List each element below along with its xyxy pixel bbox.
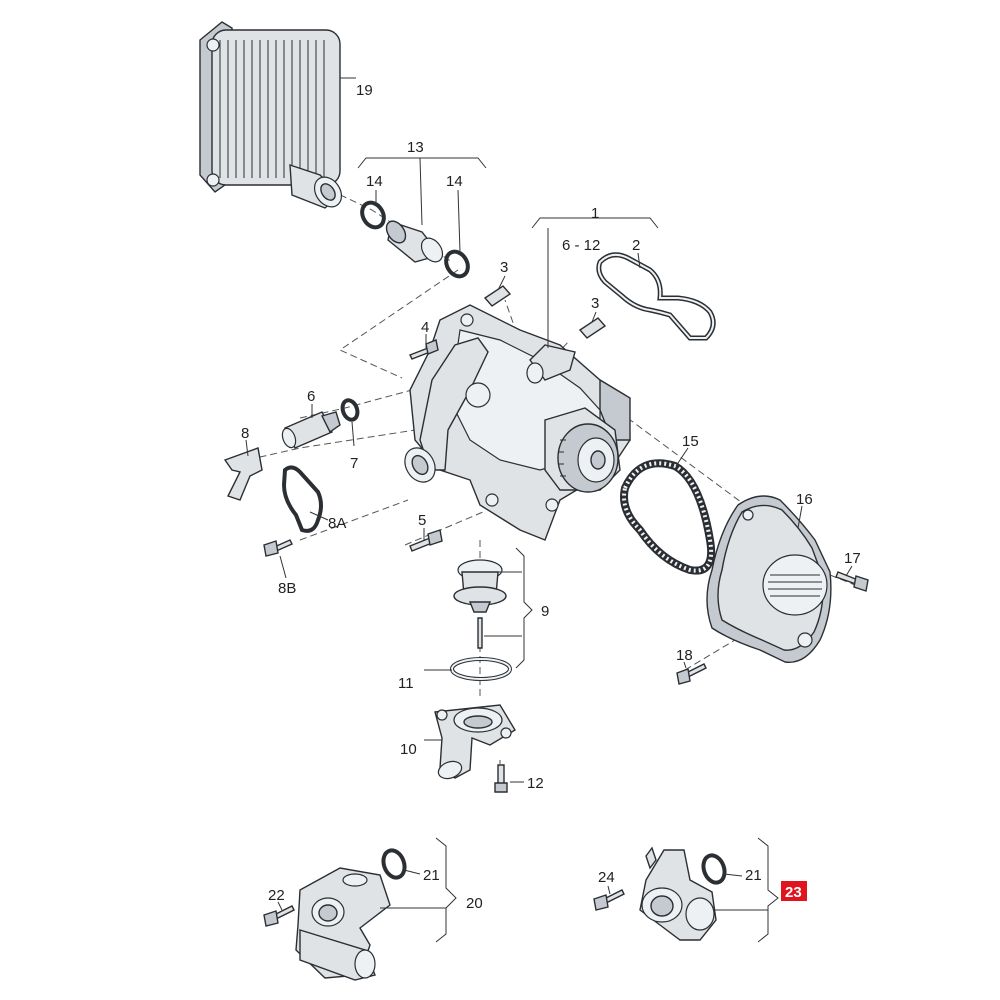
connection-flange-23 xyxy=(639,846,717,941)
callout-22: 22 xyxy=(268,887,285,904)
callout-3-right: 3 xyxy=(591,295,599,312)
callout-8: 8 xyxy=(241,425,249,442)
callout-19: 19 xyxy=(356,82,373,99)
callout-21-left: 21 xyxy=(423,867,440,884)
callout-4: 4 xyxy=(421,319,429,336)
callout-8b: 8B xyxy=(278,580,296,597)
belt-cover xyxy=(706,495,832,664)
dowel-pin-upper xyxy=(483,285,512,307)
sensor-seal-ring xyxy=(340,398,360,422)
callout-16: 16 xyxy=(796,491,813,508)
seal-ring-14-left xyxy=(360,200,386,230)
connection-flange-10 xyxy=(434,704,516,780)
callout-6: 6 xyxy=(307,388,315,405)
connector-pipe xyxy=(385,220,444,263)
callout-13: 13 xyxy=(407,139,424,156)
o-ring-11 xyxy=(450,657,512,681)
callout-14-right: 14 xyxy=(446,173,463,190)
bolt-22 xyxy=(263,905,295,927)
callout-21-right: 21 xyxy=(745,867,762,884)
bolt-18 xyxy=(676,663,707,685)
retaining-clip xyxy=(223,447,263,501)
callout-8a: 8A xyxy=(328,515,346,532)
callout-9: 9 xyxy=(541,603,549,620)
o-ring-21-left xyxy=(381,848,407,880)
callout-11: 11 xyxy=(398,675,414,692)
highlight-badge xyxy=(781,881,807,901)
cooler-fins xyxy=(219,40,325,178)
callout-6-12: 6 - 12 xyxy=(562,237,600,254)
o-ring-21-right xyxy=(701,853,727,885)
callout-1: 1 xyxy=(591,205,599,222)
callout-23-highlighted[interactable]: 23 xyxy=(781,881,807,901)
callout-14-left: 14 xyxy=(366,173,383,190)
bolt-8b xyxy=(263,539,293,557)
seal-ring-14-right xyxy=(444,249,470,279)
bolt-24 xyxy=(593,889,625,911)
coolant-pump-housing xyxy=(404,304,631,541)
callout-12: 12 xyxy=(527,775,544,792)
callout-3-upper: 3 xyxy=(500,259,508,276)
gasket xyxy=(596,252,716,341)
impeller-gear xyxy=(557,423,619,493)
callout-23: 23 xyxy=(785,884,802,901)
bolt-5 xyxy=(409,529,443,552)
leader-lines xyxy=(245,77,853,943)
callout-15: 15 xyxy=(682,433,699,450)
toothed-belt xyxy=(620,459,715,575)
oil-cooler xyxy=(199,21,343,209)
callout-17: 17 xyxy=(844,550,861,567)
callout-5: 5 xyxy=(418,512,426,529)
callout-labels: 19 13 14 14 1 6 - 12 2 3 3 4 6 7 8 15 16… xyxy=(241,82,861,912)
callout-10: 10 xyxy=(400,741,417,758)
callout-18: 18 xyxy=(676,647,693,664)
callout-24: 24 xyxy=(598,869,615,886)
bolt-17 xyxy=(835,571,869,592)
temperature-sensor xyxy=(281,411,341,449)
thermostat xyxy=(453,559,507,649)
gasket-8a xyxy=(281,465,323,533)
callout-2: 2 xyxy=(632,237,640,254)
callout-20: 20 xyxy=(466,895,483,912)
connection-flange-20 xyxy=(295,867,391,981)
callout-7: 7 xyxy=(350,455,358,472)
bolt-4 xyxy=(409,339,439,360)
bolt-12 xyxy=(494,764,508,793)
